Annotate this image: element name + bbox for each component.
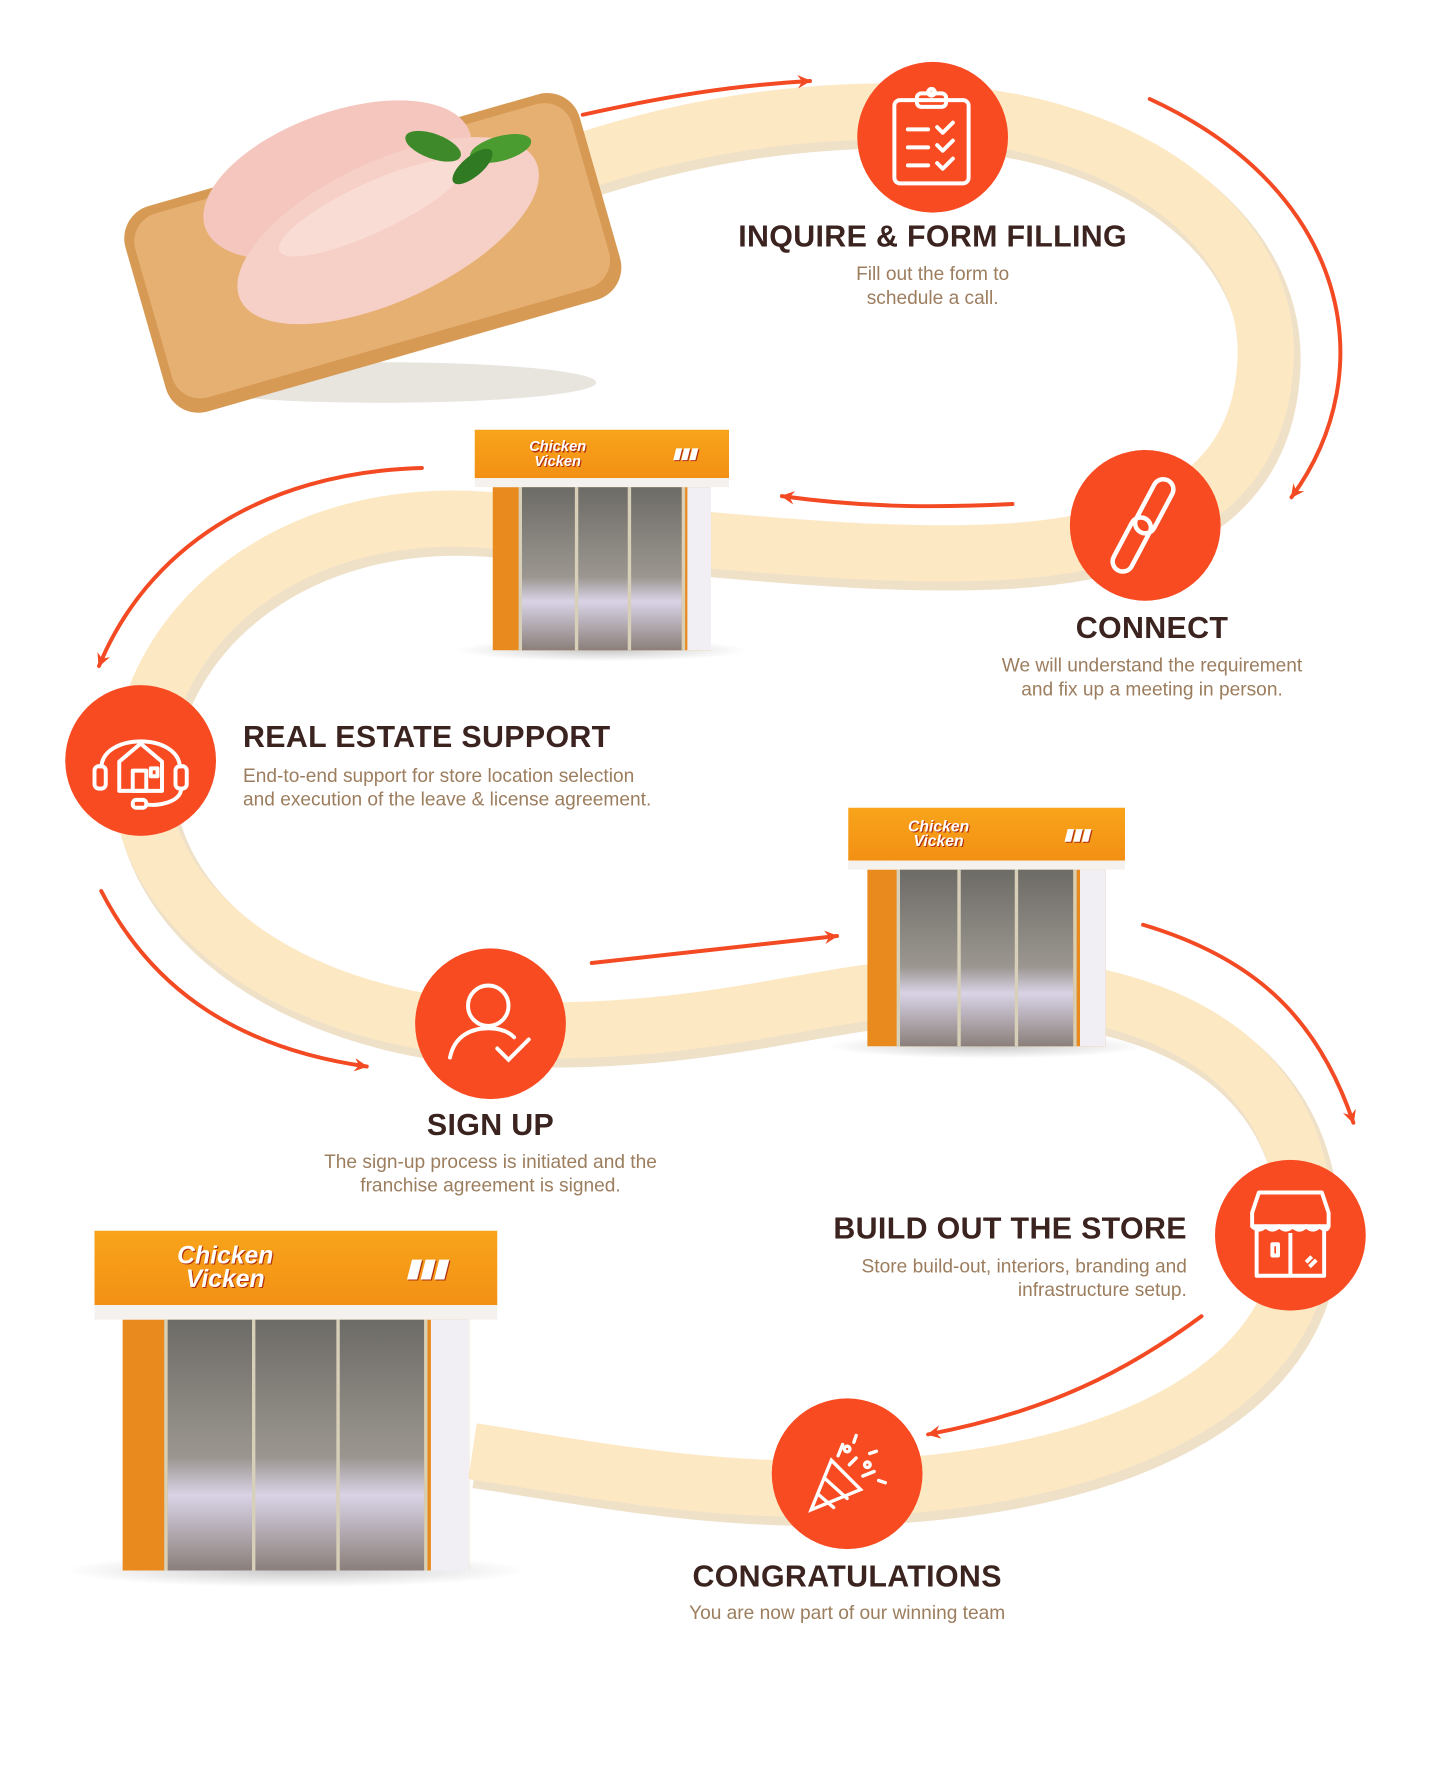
arrow <box>589 930 839 965</box>
step-icon-inquire <box>857 61 1008 213</box>
step-title: INQUIRE & FORM FILLING <box>738 219 1128 254</box>
step-icon-build-store <box>1215 1159 1366 1311</box>
party-popper-icon <box>808 1433 888 1513</box>
step-description: Store build-out, interiors, branding and… <box>861 1255 1187 1301</box>
step-title: CONGRATULATIONS <box>692 1559 1002 1593</box>
step-icon-real-estate <box>65 685 216 836</box>
step-description: You are now part of our winning team <box>689 1602 1006 1624</box>
arrow <box>97 466 424 668</box>
step-title: SIGN UP <box>426 1108 555 1142</box>
storefront-image: Chicken Vicken▮▮▮ <box>62 1230 530 1588</box>
user-check-icon <box>448 983 531 1063</box>
storefront-image: Chicken Vicken▮▮▮ <box>826 807 1148 1059</box>
step-description: The sign-up process is initiated and the… <box>324 1150 657 1196</box>
step-title: BUILD OUT THE STORE <box>833 1211 1187 1246</box>
step-title: REAL ESTATE SUPPORT <box>243 720 611 754</box>
chicken-breast-image <box>124 93 622 413</box>
link-icon <box>1110 476 1176 574</box>
house-headset-icon <box>92 739 189 810</box>
arrow <box>1147 97 1343 500</box>
step-title: CONNECT <box>1075 610 1229 645</box>
step-icon-sign-up <box>415 948 566 1100</box>
arrow <box>99 889 369 1072</box>
step-icon-connect <box>1069 450 1221 601</box>
step-icon-congratulations <box>771 1398 923 1550</box>
arrow <box>926 1314 1204 1439</box>
storefront-image: Chicken Vicken▮▮▮ <box>454 429 750 662</box>
storefront-icon <box>1250 1190 1331 1278</box>
arrow <box>779 491 1015 509</box>
arrow <box>580 74 812 117</box>
clipboard-check-icon <box>892 86 971 186</box>
arrow <box>1141 922 1356 1125</box>
step-description: End-to-end support for store location se… <box>243 765 652 810</box>
